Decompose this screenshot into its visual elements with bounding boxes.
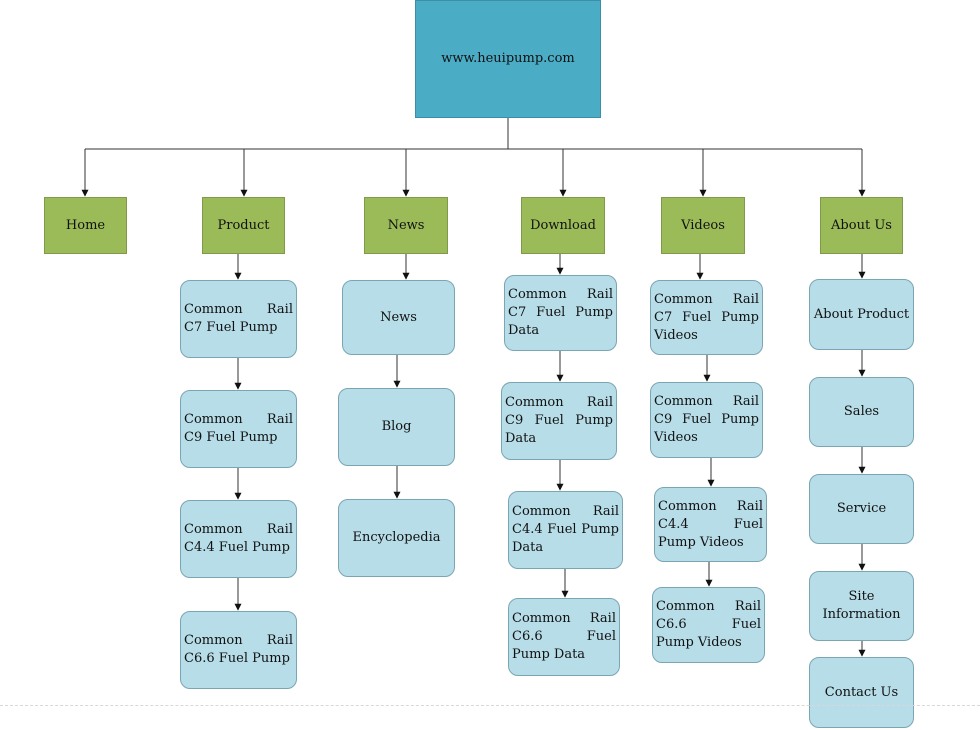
news-item-blog: Blog (338, 388, 455, 466)
bottom-guide-line (0, 705, 980, 706)
product-item-label: Common Rail C7 Fuel Pump (184, 302, 293, 335)
about-item-contact-us: Contact Us (809, 657, 914, 728)
news-item-label: Encyclopedia (352, 530, 441, 545)
category-about-us: About Us (820, 197, 903, 254)
category-home: Home (44, 197, 127, 254)
category-download-label: Download (530, 217, 596, 233)
about-item-about-product: About Product (809, 279, 914, 350)
videos-item-c6-6: Common Rail C6.6 Fuel Pump Videos (652, 587, 765, 663)
videos-item-c4-4: Common Rail C4.4 Fuel Pump Videos (654, 487, 767, 562)
download-item-label: Common Rail C7 Fuel Pump Data (508, 287, 613, 338)
download-item-label: Common Rail C6.6 Fuel Pump Data (512, 611, 616, 662)
product-item-label: Common Rail C6.6 Fuel Pump (184, 633, 293, 666)
download-item-c7: Common Rail C7 Fuel Pump Data (504, 275, 617, 351)
news-item-label: News (380, 309, 417, 325)
category-home-label: Home (65, 217, 106, 233)
about-item-label: Service (836, 501, 887, 516)
about-item-label: Site Information (822, 589, 901, 622)
about-item-sales: Sales (809, 377, 914, 447)
about-item-label: About Product (813, 306, 910, 322)
about-item-label: Contact Us (824, 684, 899, 700)
product-item-c7: Common Rail C7 Fuel Pump (180, 280, 297, 358)
videos-item-c9: Common Rail C9 Fuel Pump Videos (650, 382, 763, 458)
product-item-c6-6: Common Rail C6.6 Fuel Pump (180, 611, 297, 689)
root-site-label: www.heuipump.com (441, 51, 575, 66)
about-item-service: Service (809, 474, 914, 544)
news-item-news: News (342, 280, 455, 355)
category-download: Download (521, 197, 605, 254)
videos-item-label: Common Rail C6.6 Fuel Pump Videos (656, 599, 761, 650)
category-about-us-label: About Us (831, 217, 892, 233)
category-news: News (364, 197, 448, 254)
category-product: Product (202, 197, 285, 254)
videos-item-label: Common Rail C9 Fuel Pump Videos (654, 394, 759, 445)
download-item-label: Common Rail C4.4 Fuel Pump Data (512, 504, 619, 555)
download-item-c9: Common Rail C9 Fuel Pump Data (501, 382, 617, 460)
product-item-label: Common Rail C9 Fuel Pump (184, 412, 293, 445)
product-item-c4-4: Common Rail C4.4 Fuel Pump (180, 500, 297, 578)
category-videos-label: Videos (681, 217, 725, 233)
news-item-encyclopedia: Encyclopedia (338, 499, 455, 577)
category-product-label: Product (217, 217, 270, 233)
videos-item-label: Common Rail C4.4 Fuel Pump Videos (658, 498, 763, 550)
download-item-label: Common Rail C9 Fuel Pump Data (505, 395, 613, 446)
product-item-c9: Common Rail C9 Fuel Pump (180, 390, 297, 468)
category-videos: Videos (661, 197, 745, 254)
download-item-c6-6: Common Rail C6.6 Fuel Pump Data (508, 598, 620, 676)
about-item-label: Sales (843, 404, 880, 419)
news-item-label: Blog (381, 419, 412, 434)
about-item-site-information: Site Information (809, 571, 914, 641)
category-news-label: News (387, 217, 425, 233)
product-item-label: Common Rail C4.4 Fuel Pump (184, 522, 293, 555)
root-site-node: www.heuipump.com (415, 0, 601, 118)
videos-item-label: Common Rail C7 Fuel Pump Videos (654, 291, 759, 343)
videos-item-c7: Common Rail C7 Fuel Pump Videos (650, 280, 763, 355)
download-item-c4-4: Common Rail C4.4 Fuel Pump Data (508, 491, 623, 569)
